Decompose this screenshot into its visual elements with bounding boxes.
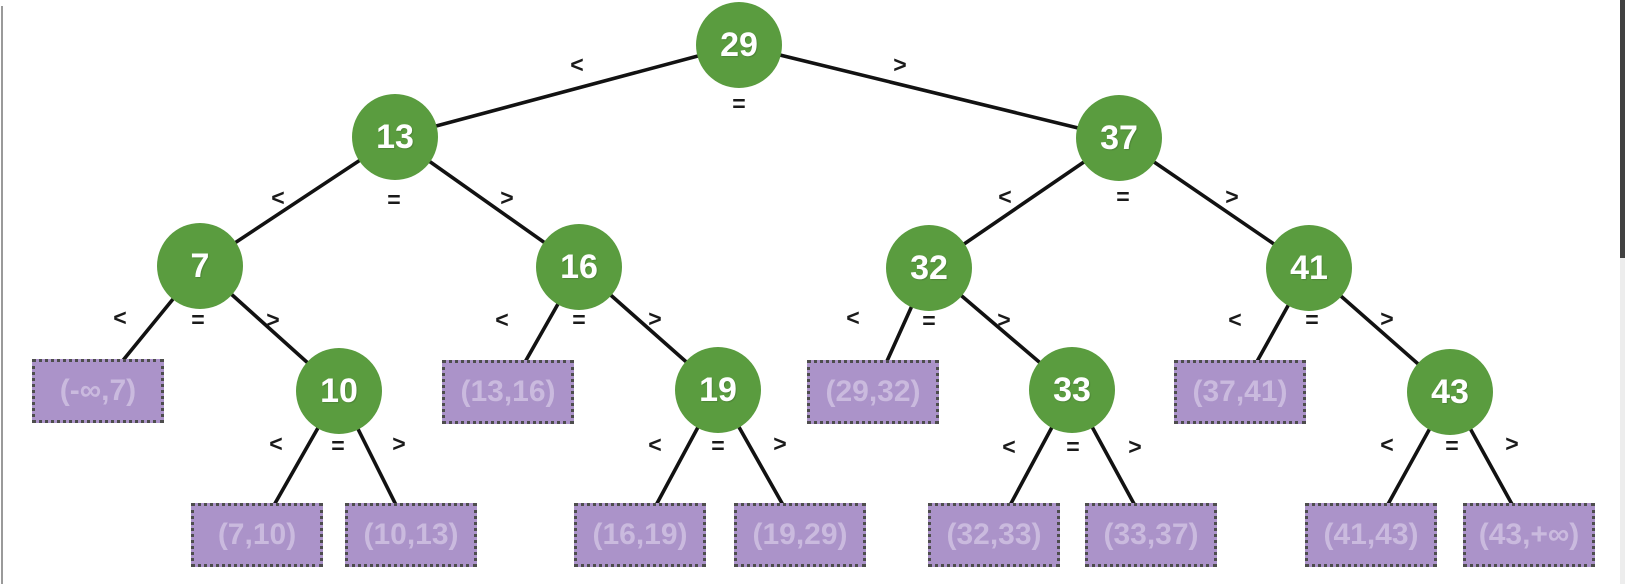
tree-node-41: 41 xyxy=(1266,225,1352,311)
tree-node-13: 13 xyxy=(352,94,438,180)
edge-label-less: < xyxy=(648,431,662,458)
tree-edge xyxy=(393,43,741,139)
tree-node-37: 37 xyxy=(1076,95,1162,181)
edge-label-equal: = xyxy=(1066,433,1080,460)
leaf-interval-41-43: (41,43) xyxy=(1305,503,1437,567)
tree-edge xyxy=(737,43,1121,140)
edge-label-greater: > xyxy=(1128,433,1142,460)
tree-node-7: 7 xyxy=(157,223,243,309)
edge-label-greater: > xyxy=(266,306,280,333)
leaf-interval-29-32: (29,32) xyxy=(807,360,939,424)
edge-label-greater: > xyxy=(648,305,662,332)
leaf-interval-16-19: (16,19) xyxy=(574,503,706,567)
edge-label-equal: = xyxy=(572,306,586,333)
leaf-interval-43-posinf: (43,+∞) xyxy=(1463,503,1595,567)
edge-label-greater: > xyxy=(773,430,787,457)
edge-label-equal: = xyxy=(732,90,746,117)
edge-label-equal: = xyxy=(191,306,205,333)
tree-node-16: 16 xyxy=(536,224,622,310)
scrollbar-thumb[interactable] xyxy=(1620,0,1625,258)
tree-node-29: 29 xyxy=(696,2,782,88)
edge-label-greater: > xyxy=(997,306,1011,333)
edge-label-greater: > xyxy=(1380,305,1394,332)
edge-label-less: < xyxy=(269,430,283,457)
edge-label-greater: > xyxy=(500,184,514,211)
edge-label-equal: = xyxy=(1116,183,1130,210)
edge-label-less: < xyxy=(1380,431,1394,458)
window-left-border xyxy=(1,6,3,584)
edge-label-less: < xyxy=(570,51,584,78)
leaf-interval-37-41: (37,41) xyxy=(1174,360,1306,424)
leaf-interval-13-16: (13,16) xyxy=(442,360,574,424)
edge-label-less: < xyxy=(271,184,285,211)
edge-label-less: < xyxy=(1002,433,1016,460)
edge-label-less: < xyxy=(1228,306,1242,333)
leaf-interval-32-33: (32,33) xyxy=(928,503,1060,567)
edge-label-equal: = xyxy=(1445,432,1459,459)
scrollbar-track[interactable] xyxy=(1620,0,1625,584)
leaf-interval-19-29: (19,29) xyxy=(734,503,866,567)
edge-label-greater: > xyxy=(1225,183,1239,210)
edge-label-greater: > xyxy=(392,430,406,457)
leaf-interval-10-13: (10,13) xyxy=(345,503,477,567)
edge-label-equal: = xyxy=(387,186,401,213)
edge-label-less: < xyxy=(495,306,509,333)
edge-label-equal: = xyxy=(1305,306,1319,333)
leaf-interval-neginf-7: (-∞,7) xyxy=(32,359,164,423)
tree-node-10: 10 xyxy=(296,348,382,434)
edge-label-equal: = xyxy=(711,432,725,459)
edge-label-greater: > xyxy=(893,51,907,78)
tree-node-19: 19 xyxy=(675,347,761,433)
tree-node-43: 43 xyxy=(1407,349,1493,435)
edge-label-equal: = xyxy=(922,307,936,334)
edge-label-equal: = xyxy=(331,432,345,459)
edge-label-less: < xyxy=(998,183,1012,210)
leaf-interval-33-37: (33,37) xyxy=(1085,503,1217,567)
edge-label-greater: > xyxy=(1505,430,1519,457)
edge-label-less: < xyxy=(846,304,860,331)
edge-label-less: < xyxy=(113,304,127,331)
tree-node-32: 32 xyxy=(886,225,972,311)
tree-node-33: 33 xyxy=(1029,347,1115,433)
leaf-interval-7-10: (7,10) xyxy=(191,503,323,567)
